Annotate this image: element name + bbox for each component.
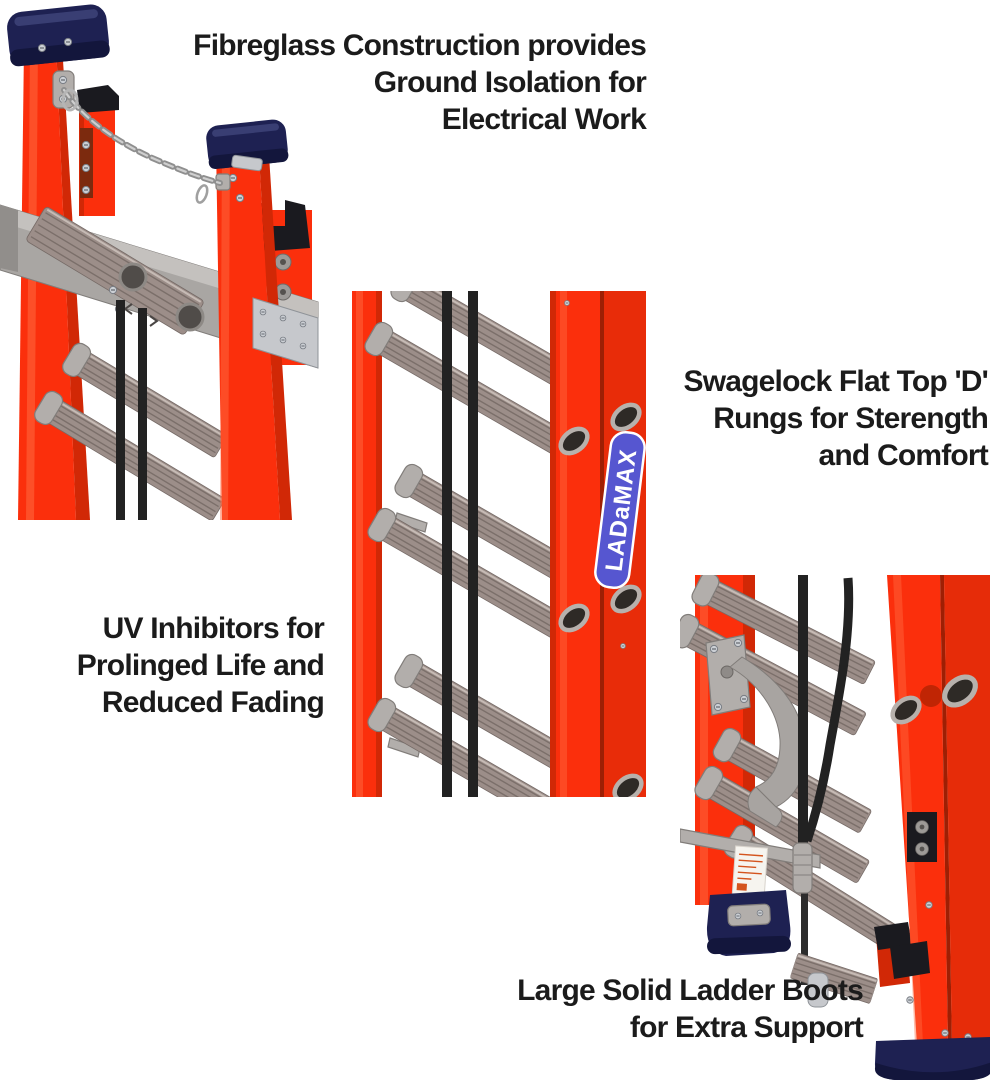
caption-line: Large Solid Ladder Boots <box>517 974 864 1007</box>
caption-line: Fibreglass Construction provides <box>193 29 647 62</box>
rung-lock-bracket <box>907 812 937 862</box>
rung <box>26 207 204 335</box>
pull-rope <box>802 577 854 843</box>
rung <box>361 318 573 459</box>
label-sticker <box>731 845 769 897</box>
caption-line: Swagelock Flat Top 'D' <box>683 365 989 398</box>
pull-rope <box>138 308 147 520</box>
caption-swagelock-rungs: Swagelock Flat Top 'D' Rungs for Stereng… <box>684 363 989 474</box>
ladder-boot <box>874 1037 993 1080</box>
rung-lock <box>705 634 807 828</box>
caption-line: Electrical Work <box>441 103 647 136</box>
caption-line: UV Inhibitors for <box>102 612 325 645</box>
caption-line: for Extra Support <box>629 1011 864 1044</box>
caption-line: Reduced Fading <box>101 686 325 719</box>
rung-lock-hook <box>890 941 930 979</box>
bracket-plate <box>252 297 319 369</box>
pulley <box>118 262 148 292</box>
rail-top-bracket <box>77 85 119 113</box>
pull-rope <box>442 291 452 797</box>
pull-rope <box>116 300 125 520</box>
ladder-rungs-illustration: LADaMAX <box>352 264 648 827</box>
caption-line: Prolinged Life and <box>76 649 325 682</box>
caption-line: Rungs for Sterength <box>713 402 989 435</box>
inner-rail <box>77 85 119 216</box>
caption-line: Ground Isolation for <box>373 66 647 99</box>
ladder-top-cap <box>204 118 290 203</box>
caption-line: and Comfort <box>818 439 988 472</box>
rope-end-cylinder <box>807 972 829 1008</box>
ladder-top-section-illustration <box>0 0 332 523</box>
pull-rope <box>798 575 808 855</box>
caption-uv-inhibitors: UV Inhibitors for Prolinged Life and Red… <box>76 610 325 721</box>
ladder-boot <box>706 890 791 956</box>
caption-fibreglass-construction: Fibreglass Construction provides Ground … <box>193 27 647 138</box>
pull-rope <box>468 291 478 797</box>
rope-hole <box>920 685 942 707</box>
ladder-top-cap <box>5 2 111 68</box>
rope-clamp <box>792 842 813 985</box>
ladder-base-illustration <box>668 569 995 1080</box>
safety-chain <box>52 70 231 204</box>
pulley <box>175 302 205 332</box>
caption-ladder-boots: Large Solid Ladder Boots for Extra Suppo… <box>517 972 864 1046</box>
